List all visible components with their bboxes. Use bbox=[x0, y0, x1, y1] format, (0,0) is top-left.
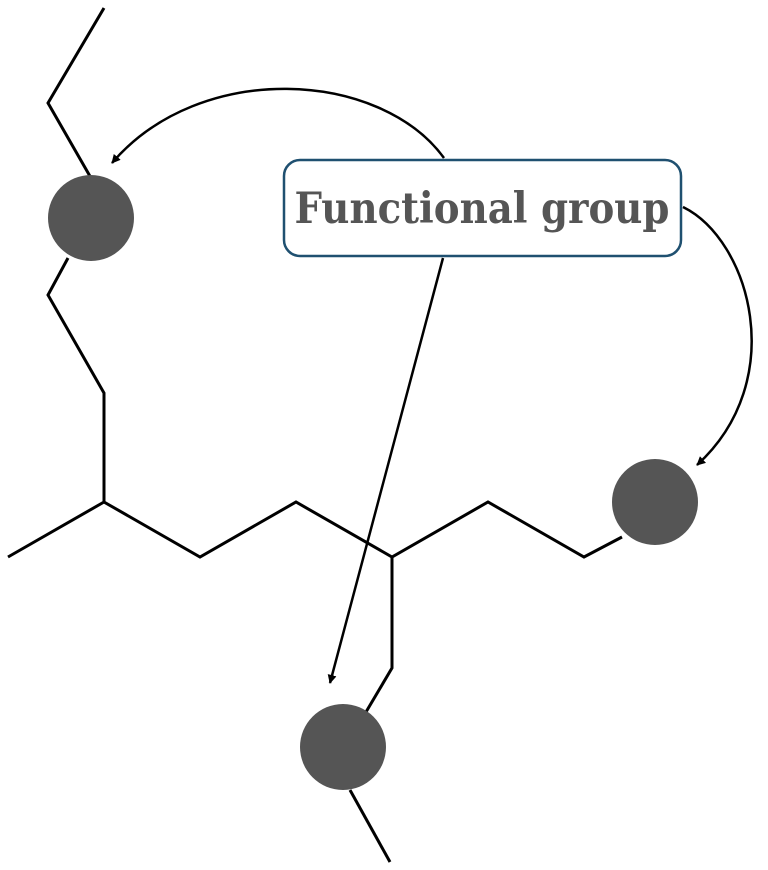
arrow-to-right-atom bbox=[682, 205, 753, 466]
bond-branch-down bbox=[364, 557, 394, 713]
bond-chain-main bbox=[46, 257, 623, 559]
arrow-to-bottom-atom bbox=[327, 257, 445, 684]
label-arrows bbox=[111, 87, 753, 684]
arrow-to-top-left-atom bbox=[111, 87, 446, 164]
functional-group-atom-right bbox=[612, 459, 698, 545]
functional-group-atom-bottom bbox=[300, 704, 386, 790]
bond-tail-bottom bbox=[348, 789, 392, 863]
functional-group-atom-top-left bbox=[48, 175, 134, 261]
carbon-skeleton bbox=[7, 7, 623, 863]
label-text: Functional group bbox=[295, 184, 670, 234]
functional-group-label: Functional group bbox=[282, 158, 683, 258]
label-box bbox=[282, 158, 683, 258]
functional-group-atoms bbox=[48, 175, 698, 790]
bond-chain-top-branch bbox=[46, 7, 106, 179]
bond-methyl-left bbox=[7, 500, 105, 559]
